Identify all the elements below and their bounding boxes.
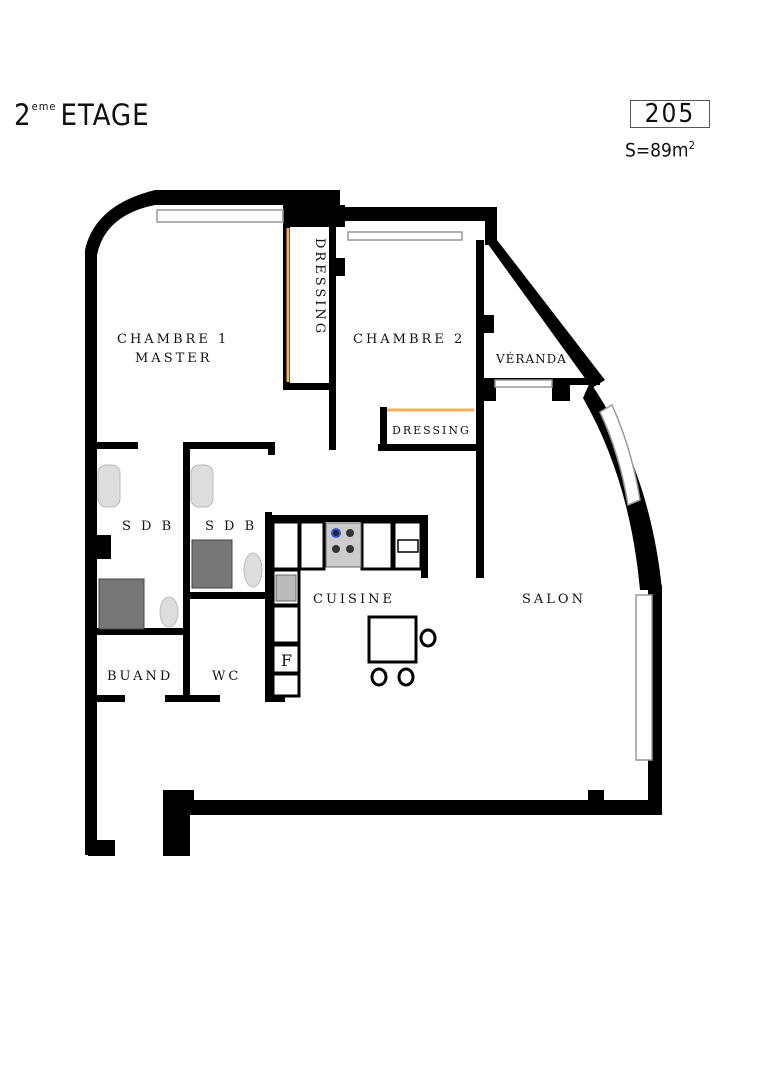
label-sdb1: S D B [122, 519, 174, 534]
label-fridge: F [281, 651, 292, 670]
label-cuisine: CUISINE [313, 592, 395, 607]
label-chambre1: CHAMBRE 1 [117, 332, 229, 347]
shower-icon [191, 539, 233, 589]
label-buand: BUAND [107, 669, 173, 684]
washbasin-icon [97, 464, 121, 508]
label-dressing1: DRESSING [312, 238, 327, 336]
cooktop-icon [325, 522, 362, 568]
kitchen-counters [271, 520, 423, 698]
bathroom-fixtures [97, 464, 263, 630]
label-dressing2: DRESSING [392, 424, 471, 437]
washbasin-icon [190, 464, 214, 508]
unit-number: 205 [630, 100, 710, 128]
label-wc: WC [212, 669, 241, 684]
unit-area: S=89m2 [625, 139, 695, 162]
toilet-icon [243, 552, 263, 588]
windows [156, 209, 653, 761]
dressing-rails [286, 228, 474, 412]
label-sdb2: S D B [205, 519, 257, 534]
toilet-icon [159, 596, 179, 628]
sink-icon [275, 574, 297, 602]
room-labels: CHAMBRE 1 MASTER DRESSING CHAMBRE 2 DRES… [107, 238, 586, 684]
shower-icon [98, 578, 145, 630]
walls [85, 190, 662, 856]
label-salon: SALON [522, 592, 586, 607]
label-chambre2: CHAMBRE 2 [353, 332, 465, 347]
label-veranda: VÉRANDA [495, 351, 567, 366]
label-master: MASTER [135, 351, 213, 366]
dining-table-icon [367, 615, 437, 687]
